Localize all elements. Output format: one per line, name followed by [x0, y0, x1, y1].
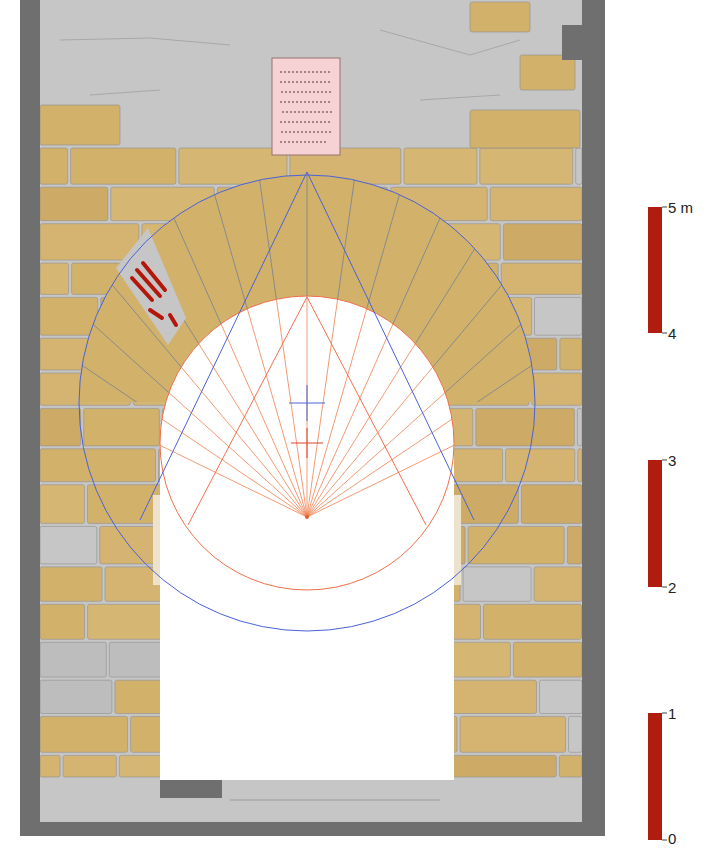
ashlar-block: [521, 485, 582, 524]
ashlar-block: [560, 338, 582, 370]
ashlar-block: [40, 408, 81, 446]
ashlar-block: [470, 110, 580, 148]
intrados-ray: [42, 93, 307, 517]
ashlar-block: [40, 449, 156, 482]
ashlar-block: [535, 297, 583, 335]
ashlar-block: [503, 224, 582, 260]
ashlar-block: [40, 263, 69, 294]
wall-section: [562, 25, 582, 60]
ashlar-block: [40, 755, 60, 777]
ashlar-block: [484, 604, 582, 639]
scale-segment: [648, 333, 662, 460]
scale-label: 5 m: [668, 200, 693, 215]
wall-ground: [20, 0, 605, 836]
scale-label: 0: [668, 831, 676, 846]
ashlar-block: [40, 680, 112, 713]
scale-segment: [648, 587, 662, 713]
ashlar-block: [40, 148, 68, 184]
ashlar-block: [534, 567, 582, 601]
inscription-panel: [272, 58, 340, 155]
ashlar-block: [71, 148, 176, 184]
ashlar-block: [559, 755, 582, 777]
ashlar-block: [84, 408, 160, 446]
ashlar-block: [40, 642, 106, 677]
voussoir-ring: [0, 17, 715, 402]
scale-segment: [648, 460, 662, 587]
ashlar-block: [470, 2, 530, 32]
ashlar-block: [540, 680, 583, 713]
ashlar-block: [506, 449, 575, 482]
intrados-ray: [104, 60, 307, 517]
ashlar-block: [40, 485, 84, 524]
ashlar-block: [501, 263, 582, 294]
construction-line: [188, 297, 426, 525]
ashlar-block: [40, 297, 98, 335]
ashlar-block: [569, 716, 583, 752]
floor-section: [20, 822, 605, 836]
threshold: [160, 780, 454, 822]
ashlar-block: [460, 716, 566, 752]
ashlar-block: [532, 373, 582, 405]
construction-line: [140, 172, 474, 520]
center-cross: [291, 428, 323, 458]
intrados-ray: [0, 182, 307, 517]
ashlar-block: [468, 526, 564, 564]
threshold-line: [230, 800, 440, 801]
scale-segment: [648, 207, 662, 333]
ashlar-block: [40, 526, 97, 564]
ashlar-block: [447, 449, 503, 482]
intrados-circle: [160, 296, 454, 590]
center-cross: [289, 385, 325, 421]
intrados-ray: [307, 182, 679, 517]
ashlar-block: [40, 187, 108, 221]
ray-origin: [305, 515, 309, 519]
render-patch: [116, 228, 186, 345]
red-paint-trace: [132, 263, 176, 325]
ashlar-block: [40, 604, 85, 639]
ashlar-block: [490, 187, 582, 221]
ashlar-block: [576, 148, 582, 184]
voussoir-joint: [307, 17, 308, 402]
scale-segment: [648, 713, 662, 840]
wall-section: [20, 0, 40, 836]
ashlar-block: [577, 408, 582, 446]
ashlar-block: [40, 224, 139, 260]
ashlar-block: [578, 449, 582, 482]
intrados-ray: [307, 93, 572, 517]
ashlar-block: [40, 105, 120, 145]
extrados-circle: [79, 175, 535, 631]
scale-label: 1: [668, 706, 676, 721]
intrados-ray: [0, 298, 307, 517]
inscription-text-texture: [280, 72, 333, 142]
intrados-ray: [0, 134, 307, 517]
ashlar-block: [40, 567, 102, 601]
ashlar-block: [480, 148, 573, 184]
ashlar-block: [448, 755, 556, 777]
scale-ticks: [662, 207, 667, 840]
scale-label: 4: [668, 326, 676, 341]
ashlar-block: [463, 567, 531, 601]
ashlar-block: [513, 642, 582, 677]
threshold-section: [160, 780, 222, 798]
intrados-ray: [307, 36, 445, 517]
ashlar-block: [476, 408, 575, 446]
scale-label: 2: [668, 580, 676, 595]
ashlar-block: [567, 526, 582, 564]
ashlar-block: [404, 148, 477, 184]
ashlar-block: [520, 55, 575, 90]
ashlar-block: [63, 755, 116, 777]
scale-label: 3: [668, 453, 676, 468]
wall-section: [582, 0, 605, 836]
intrados-ray: [307, 134, 628, 517]
intrados-ray: [169, 36, 307, 517]
ashlar-block: [40, 716, 128, 752]
intrados-rays: [0, 17, 715, 517]
